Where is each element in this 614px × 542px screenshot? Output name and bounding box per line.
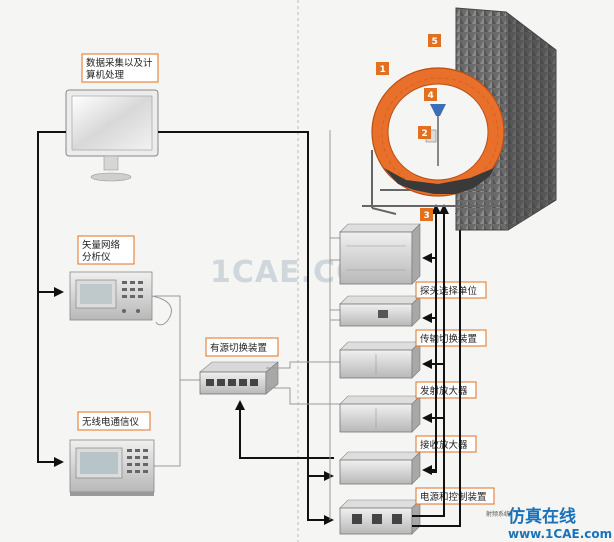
transmission-switch-label-text: 传输切换装置 xyxy=(420,333,477,345)
active-switch-label: 有源切换装置 xyxy=(205,337,279,357)
receive-amp-label: 接收放大器 xyxy=(415,435,477,453)
callout-1: 1 xyxy=(376,62,389,75)
monitor-icon xyxy=(65,89,159,182)
radio-tester-label: 无线电通信仪 xyxy=(77,411,151,431)
transmission-switch-label: 传输切换装置 xyxy=(415,329,487,347)
vna-label: 矢量网络 分析仪 xyxy=(77,235,135,265)
right-wiring xyxy=(412,204,465,527)
svg-text:2: 2 xyxy=(422,129,428,139)
brand-faint-text: 射频系统 xyxy=(486,510,510,518)
probe-select-label-text: 探头选择单位 xyxy=(420,285,478,297)
data-acq-label-line2: 算机处理 xyxy=(86,69,125,81)
active-switch-label-text: 有源切换装置 xyxy=(210,342,267,354)
main-wiring xyxy=(37,131,334,525)
callout-3: 3 xyxy=(420,208,433,221)
svg-text:3: 3 xyxy=(424,211,430,221)
brand-url-text: www.1CAE.com xyxy=(508,527,612,541)
svg-text:1: 1 xyxy=(380,65,386,75)
callout-5: 5 xyxy=(428,34,441,47)
svg-text:4: 4 xyxy=(428,91,434,101)
receive-amp-unit-icon xyxy=(339,395,421,433)
thin-wiring xyxy=(266,130,340,520)
vna-icon xyxy=(69,271,153,321)
transmit-amp-unit-icon xyxy=(339,341,421,379)
brand-cn-text: 仿真在线 xyxy=(508,506,576,527)
transmission-switch-unit-icon xyxy=(339,295,421,327)
probe-select-label: 探头选择单位 xyxy=(415,281,487,299)
radio-tester-label-text: 无线电通信仪 xyxy=(82,416,140,428)
probe-select-unit-icon xyxy=(339,223,421,285)
data-acq-label: 数据采集以及计 算机处理 xyxy=(81,53,159,83)
vna-label-line2: 分析仪 xyxy=(82,251,111,263)
radio-tester-icon xyxy=(69,439,155,496)
vna-label-line1: 矢量网络 xyxy=(82,239,121,251)
power-control-label: 电源和控制装置 xyxy=(415,487,495,505)
power-control-unit-icon xyxy=(339,451,421,485)
callout-4: 4 xyxy=(424,88,437,101)
transmit-amp-label: 发射放大器 xyxy=(415,381,477,399)
bottom-unit-icon xyxy=(339,499,421,535)
svg-text:5: 5 xyxy=(432,37,438,47)
brand-logo: 射频系统 仿真在线 www.1CAE.com xyxy=(486,506,612,541)
callout-2: 2 xyxy=(418,126,431,139)
data-acq-label-line1: 数据采集以及计 xyxy=(86,57,153,69)
active-switch-icon xyxy=(199,361,279,395)
power-control-label-text: 电源和控制装置 xyxy=(420,491,487,503)
